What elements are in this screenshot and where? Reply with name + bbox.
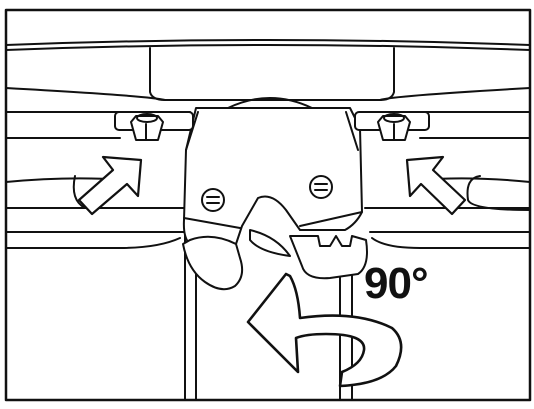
latch-fork xyxy=(249,229,368,280)
latch-housing xyxy=(182,97,363,245)
right-mounting-bolt xyxy=(354,111,430,141)
rotation-arrow xyxy=(246,272,403,388)
release-lever xyxy=(182,235,244,291)
left-mounting-bolt xyxy=(114,111,194,141)
figure-frame xyxy=(4,8,532,402)
left-pointer-arrow xyxy=(77,155,143,216)
right-pointer-arrow xyxy=(405,155,467,216)
tailgate-panel xyxy=(5,39,531,401)
rotation-angle-label: 90° xyxy=(364,259,429,308)
